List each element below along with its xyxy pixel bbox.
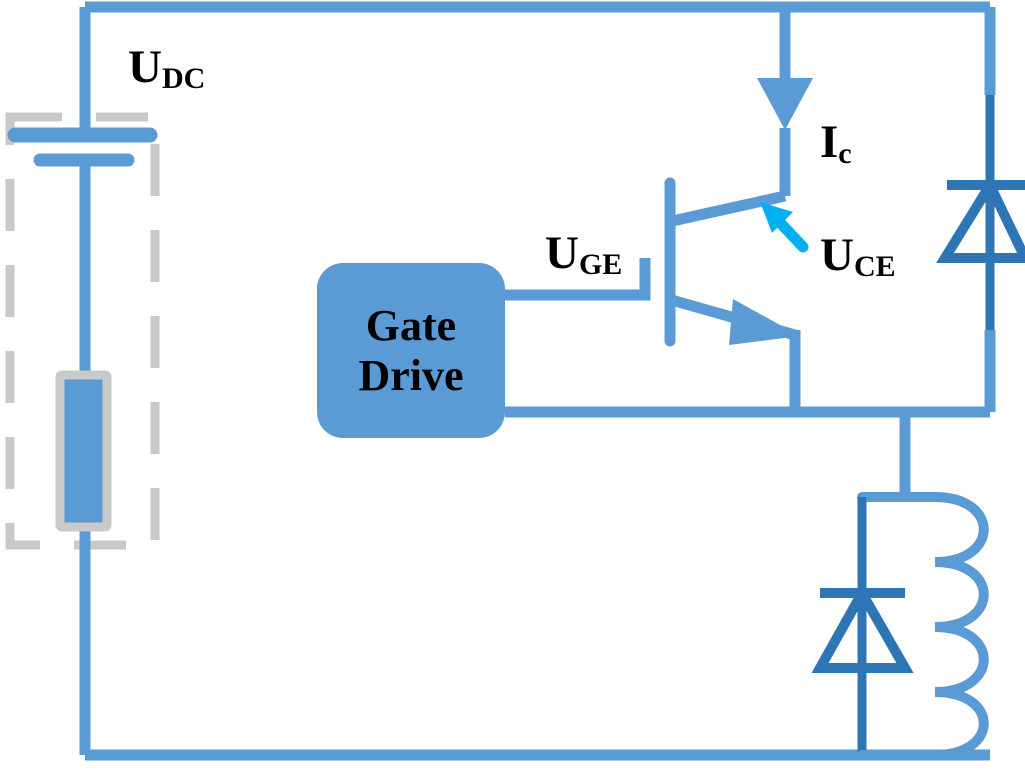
freewheeling-diode-triangle	[811, 582, 914, 673]
label-udc-base: U	[128, 41, 162, 93]
label-uce: UCE	[820, 229, 896, 282]
label-ic: Ic	[820, 116, 852, 169]
collector-current-arrow	[757, 78, 813, 130]
wire-gate	[505, 258, 651, 301]
dc-source	[7, 127, 158, 167]
uce-pointer	[760, 202, 809, 253]
resistor-body	[55, 370, 112, 532]
label-uge-sub: GE	[578, 248, 623, 281]
label-udc: UDC	[128, 41, 205, 94]
label-ic-base: I	[820, 116, 839, 168]
label-ic-sub: c	[838, 137, 852, 170]
uce-pointer-head	[760, 202, 793, 233]
load-inductor	[900, 492, 989, 760]
antiparallel-diode	[936, 95, 1025, 330]
gate-drive-label-line1: Gate	[365, 301, 457, 351]
antiparallel-diode-triangle	[936, 174, 1025, 263]
dc-link-resistor	[55, 370, 112, 532]
label-uge: UGE	[545, 227, 622, 280]
label-uce-sub: CE	[853, 250, 896, 283]
freewheeling-diode	[811, 492, 914, 760]
gate-drive-block[interactable]: Gate Drive	[317, 263, 505, 438]
label-uce-base: U	[820, 229, 854, 281]
label-udc-sub: DC	[161, 62, 206, 95]
transistor-emitter-arrowhead	[729, 299, 800, 345]
transistor-collector-lead	[666, 190, 787, 228]
inductor-coils	[930, 492, 989, 760]
label-uge-base: U	[545, 227, 579, 279]
gate-drive-label-line2: Drive	[358, 350, 464, 400]
igbt	[664, 177, 800, 347]
